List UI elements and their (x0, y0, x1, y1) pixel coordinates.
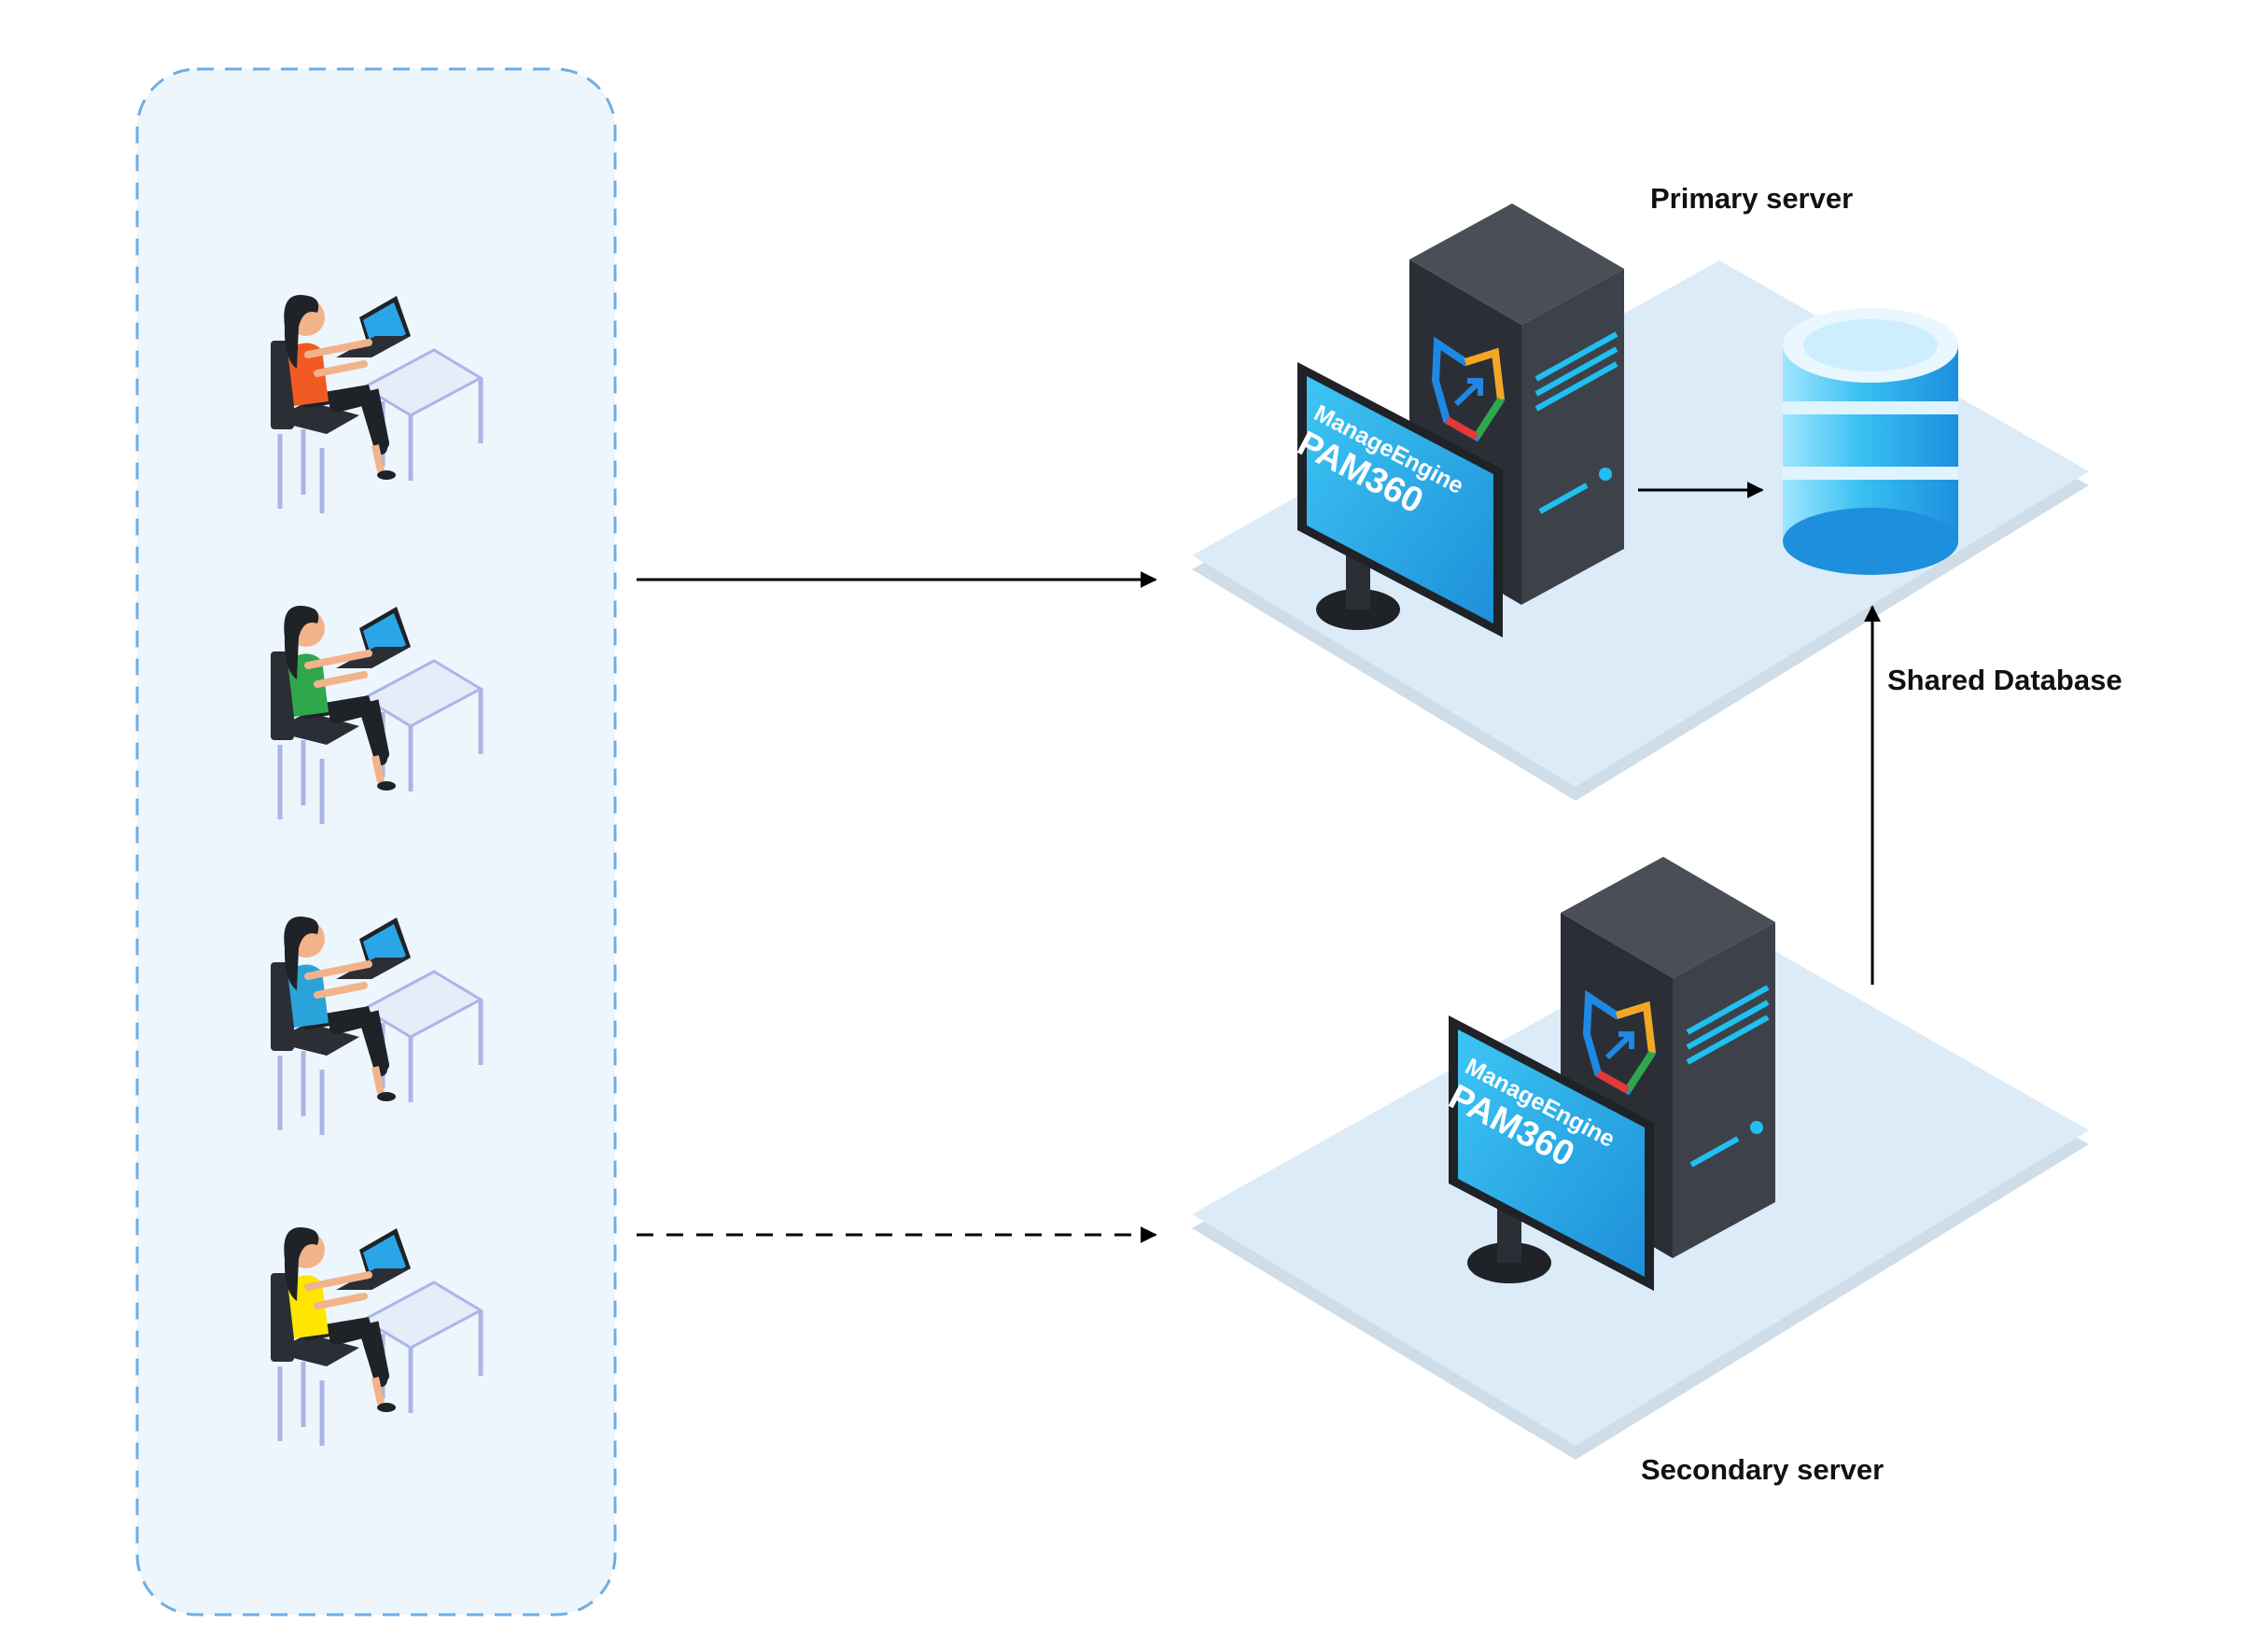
user-workstation (271, 1226, 484, 1446)
shared-database-label: Shared Database (1887, 664, 2123, 696)
primary-server: ManageEngine PAM360 (1291, 203, 1624, 637)
secondary-server-label: Secondary server (1641, 1453, 1884, 1486)
secondary-server: ManageEngine PAM360 (1442, 857, 1775, 1291)
primary-server-label: Primary server (1650, 182, 1853, 215)
user-workstation (271, 294, 484, 513)
user-workstation (271, 916, 484, 1135)
user-workstations (271, 294, 484, 1446)
user-workstation (271, 605, 484, 824)
users-panel (135, 67, 617, 1617)
database-icon (1783, 308, 1958, 575)
